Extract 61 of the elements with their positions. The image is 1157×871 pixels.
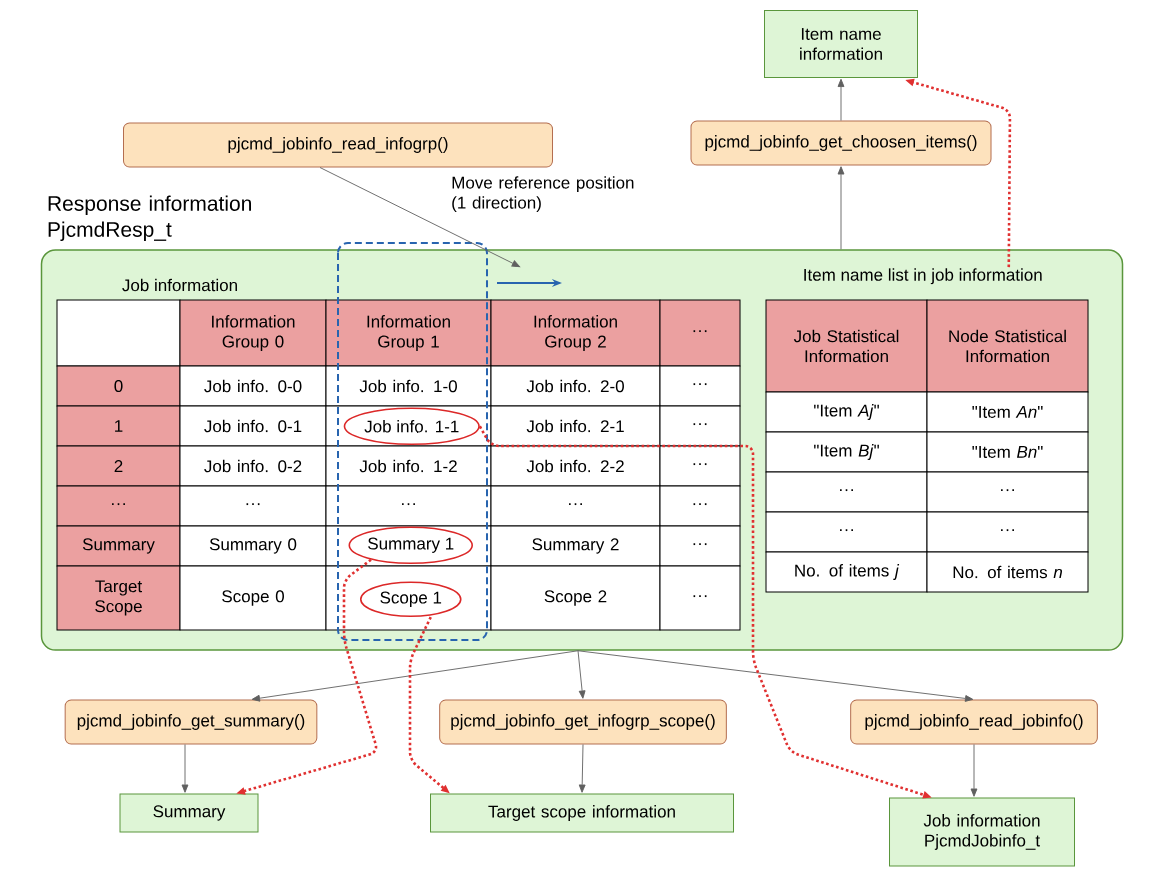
table-cell: Summary 0: [179, 525, 327, 567]
table-cell: Information Group 0: [179, 299, 327, 367]
circled-cell: Job info. 1-1: [343, 407, 480, 446]
table-cell: Job info. 0-2: [179, 445, 327, 487]
arrow: [970, 744, 978, 797]
annotation-text: Move reference position (1 direction): [452, 176, 634, 213]
table-cell: ···: [659, 445, 741, 487]
arrow: [319, 167, 521, 268]
arrow: [251, 650, 579, 702]
table-cell: Job info. 0-0: [179, 365, 327, 407]
table-cell: "Item Bn": [926, 431, 1089, 473]
table-cell: 1: [56, 405, 181, 447]
output-box: Summary: [119, 793, 259, 833]
arrow: [577, 650, 586, 699]
output-box: Item name information: [764, 10, 918, 78]
node-label: Response information PjcmdResp_t: [48, 195, 251, 242]
table-cell: ···: [765, 471, 928, 513]
function-box: pjcmd_jobinfo_read_infogrp(): [123, 122, 553, 168]
table-cell: ···: [659, 365, 741, 407]
function-box: pjcmd_jobinfo_get_infogrp_scope(): [439, 699, 727, 745]
table-cell: 2: [56, 445, 181, 487]
table-cell: 0: [56, 365, 181, 407]
table-cell: ···: [765, 511, 928, 553]
arrow: [837, 78, 845, 121]
table-cell: "Item Bj": [765, 431, 928, 473]
circled-cell: Summary 1: [348, 526, 473, 565]
table-cell: Job info. 1-0: [325, 365, 492, 407]
table-cell: No. of items n: [926, 551, 1089, 593]
table-cell: ···: [56, 485, 181, 527]
arrow: [578, 744, 586, 793]
function-box: pjcmd_jobinfo_get_choosen_items(): [690, 120, 992, 166]
function-box: pjcmd_jobinfo_get_summary(): [64, 699, 318, 745]
table-cell: Scope 0: [179, 565, 327, 631]
table-cell: ···: [659, 525, 741, 567]
table-cell: "Item Aj": [765, 391, 928, 433]
circled-cell: Scope 1: [359, 581, 462, 618]
table-cell: Summary: [56, 525, 181, 567]
table-cell: No. of items j: [765, 551, 928, 593]
table-cell: ···: [926, 511, 1089, 553]
table-cell: ···: [659, 405, 741, 447]
output-box: Target scope information: [430, 793, 734, 833]
table-heading: Job information: [122, 278, 237, 292]
output-box: Job information PjcmdJobinfo_t: [889, 797, 1075, 867]
function-box: pjcmd_jobinfo_read_jobinfo(): [850, 699, 1098, 745]
panel-heading: Item name list in job information: [804, 268, 1042, 285]
arrow: [577, 650, 974, 702]
table-cell: "Item An": [926, 391, 1089, 433]
arrow: [837, 166, 845, 250]
table-cell: Target Scope: [56, 565, 181, 631]
table-cell: ···: [926, 471, 1089, 513]
table-cell: Job info. 0-1: [179, 405, 327, 447]
table-cell: ···: [659, 299, 741, 367]
arrow: [181, 744, 189, 793]
table-cell: Node Statistical Information: [926, 299, 1089, 393]
table-cell: ···: [659, 565, 741, 631]
table-cell: ···: [325, 485, 492, 527]
table-cell: Job Statistical Information: [765, 299, 928, 393]
table-cell: ···: [179, 485, 327, 527]
table-cell: Job info. 1-2: [325, 445, 492, 487]
table-cell: ···: [659, 485, 741, 527]
table-cell: Information Group 1: [325, 299, 492, 367]
